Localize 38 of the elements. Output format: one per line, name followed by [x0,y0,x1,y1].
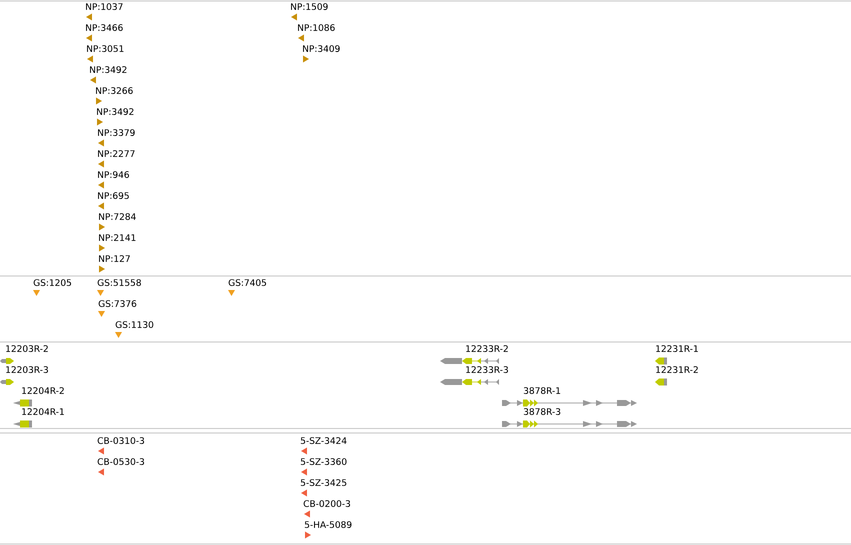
feature-label: NP:3409 [303,45,340,52]
feature-label: 12203R-3 [6,366,48,373]
feature-label: NP:695 [98,192,129,199]
feature-label: 5-SZ-3424 [300,437,347,444]
feature-label: NP:946 [98,171,129,178]
feature-label: 12204R-2 [22,387,64,394]
feature-label: NP:7284 [99,213,136,220]
feature-label: NP:2277 [98,150,135,157]
feature-label: NP:3492 [90,66,126,73]
feature-label: 3878R-3 [524,408,560,415]
feature-label: GS:1205 [34,279,72,286]
feature-label: NP:1037 [86,3,123,10]
feature-label: GS:1130 [116,321,154,328]
feature-label: 3878R-1 [524,387,560,394]
feature-label: NP:3379 [98,129,135,136]
feature-label: GS:7405 [228,279,266,286]
feature-label: 5-SZ-3360 [300,458,346,465]
feature-label: GS:51558 [98,279,141,286]
feature-label: GS:7376 [98,300,136,307]
feature-label: NP:1086 [298,24,335,31]
feature-label: NP:2141 [99,234,136,241]
feature-label: 12233R-2 [466,345,508,352]
feature-label: 12231R-2 [656,366,698,373]
feature-label: CB-0310-3 [98,437,144,444]
feature-label: NP:127 [99,255,130,262]
feature-label: 12233R-3 [466,366,508,373]
feature-label: CB-0200-3 [304,500,350,507]
feature-label: 12231R-1 [656,345,698,352]
feature-label: 5-HA-5089 [304,521,352,528]
feature-label: CB-0530-3 [98,458,144,465]
feature-label: 12203R-2 [6,345,48,352]
feature-label: 5-SZ-3425 [300,479,346,486]
feature-label: NP:3051 [87,45,124,52]
feature-label: NP:1509 [291,3,328,10]
feature-label: 12204R-1 [22,408,64,415]
feature-label: NP:3492 [97,108,134,115]
feature-label: NP:3266 [96,87,133,94]
feature-label: NP:3466 [86,24,123,31]
